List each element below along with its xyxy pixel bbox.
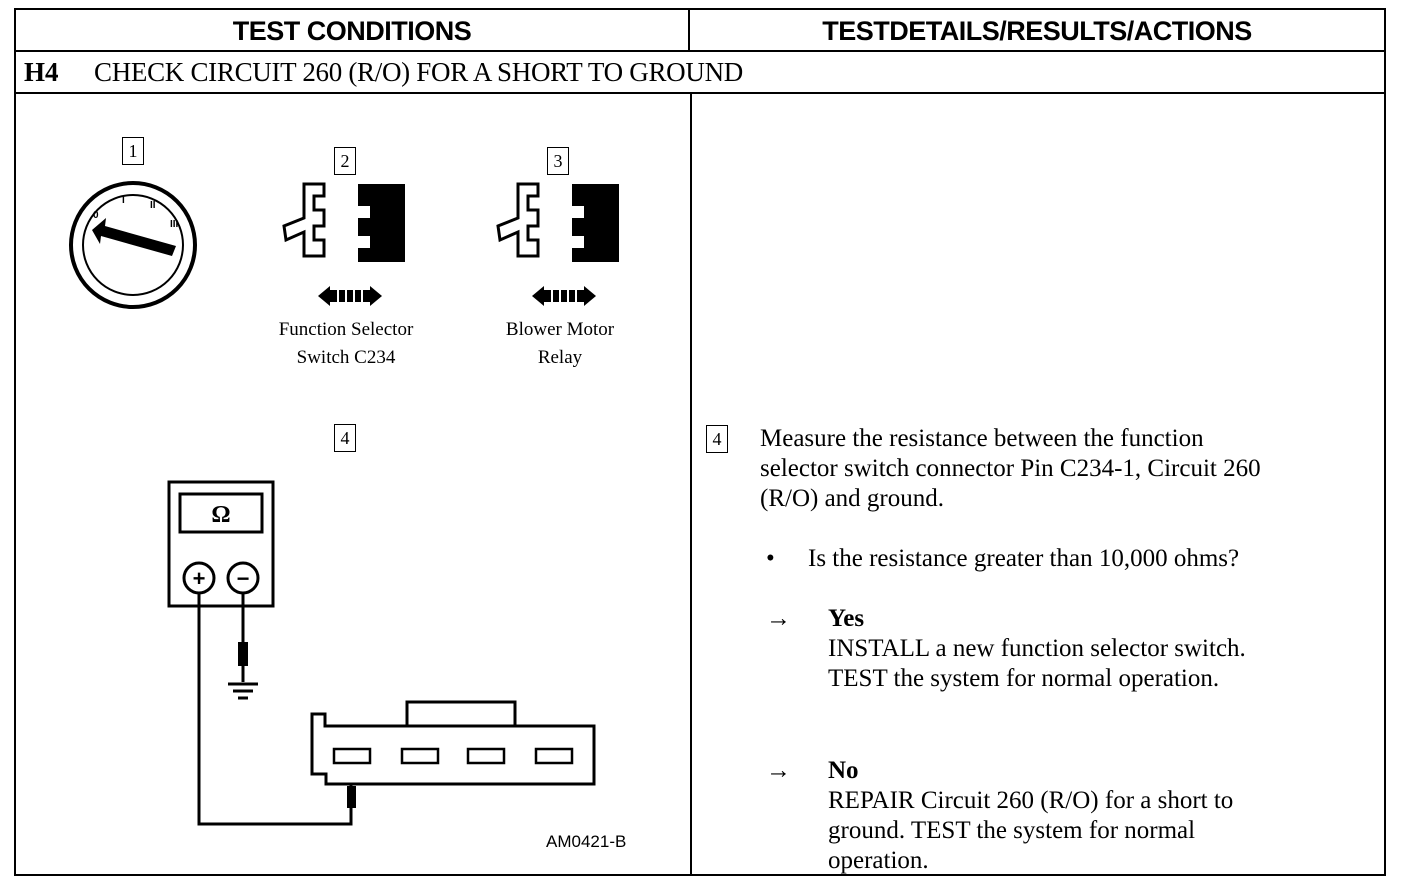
function-selector-connector-icon (282, 182, 405, 306)
yes-result: Yes INSTALL a new function selector swit… (828, 604, 1246, 694)
instruction-line: selector switch connector Pin C234-1, Ci… (760, 455, 1261, 482)
table-header: TEST CONDITIONS TESTDETAILS/RESULTS/ACTI… (16, 10, 1384, 52)
no-action-line: operation. (828, 847, 929, 874)
figure-number-4: 4 (334, 424, 356, 452)
ohm-symbol: Ω (211, 502, 230, 528)
figure-number-2: 2 (334, 147, 356, 175)
test-details-header: TESTDETAILS/RESULTS/ACTIONS (822, 16, 1252, 46)
blower-relay-caption: Blower Motor Relay (460, 316, 660, 372)
yes-arrow-icon: → (766, 605, 791, 632)
yes-label: Yes (828, 605, 865, 632)
no-label: No (828, 757, 859, 784)
ignition-switch-icon: 0 I II III (69, 181, 197, 309)
step-title: CHECK CIRCUIT 260 (R/O) FOR A SHORT TO G… (94, 57, 743, 87)
yes-action-line: TEST the system for normal operation. (828, 665, 1220, 692)
plus-sign: + (193, 566, 206, 591)
caption-line: Function Selector (278, 319, 414, 340)
ignition-label-3: III (170, 219, 179, 230)
ignition-label-1: I (122, 195, 125, 206)
column-divider (690, 94, 692, 876)
step-title-row: H4 CHECK CIRCUIT 260 (R/O) FOR A SHORT T… (16, 52, 1384, 94)
blower-relay-connector-icon (496, 182, 619, 306)
no-action-line: ground. TEST the system for normal (828, 817, 1196, 844)
minus-sign: − (237, 566, 250, 591)
question-text: Is the resistance greater than 10,000 oh… (808, 545, 1240, 572)
no-result: No REPAIR Circuit 260 (R/O) for a short … (828, 756, 1233, 876)
bullet-mark: • (766, 545, 775, 572)
step-id: H4 (24, 57, 59, 87)
ignition-label-off: 0 (93, 210, 99, 221)
figure-number-1: 1 (122, 137, 144, 165)
function-selector-caption: Function Selector Switch C234 (246, 316, 446, 372)
instruction-line: Measure the resistance between the funct… (760, 425, 1204, 452)
instruction-text: Measure the resistance between the funct… (760, 424, 1261, 514)
ignition-label-2: II (150, 200, 156, 211)
ohmmeter-circuit-diagram: Ω + − (167, 480, 596, 826)
test-table: TEST CONDITIONS TESTDETAILS/RESULTS/ACTI… (14, 8, 1386, 876)
yes-action-line: INSTALL a new function selector switch. (828, 635, 1246, 662)
caption-line: Relay (537, 347, 583, 368)
ohmmeter-display (178, 492, 264, 534)
instruction-line: (R/O) and ground. (760, 485, 944, 512)
figure-number-3: 3 (547, 147, 569, 175)
detail-step-number: 4 (706, 425, 728, 453)
caption-line: Switch C234 (296, 347, 396, 368)
test-conditions-header: TEST CONDITIONS (16, 10, 690, 50)
no-arrow-icon: → (766, 757, 791, 784)
figure-reference: AM0421-B (546, 832, 627, 851)
no-action-line: REPAIR Circuit 260 (R/O) for a short to (828, 787, 1234, 814)
caption-line: Blower Motor (505, 319, 615, 340)
